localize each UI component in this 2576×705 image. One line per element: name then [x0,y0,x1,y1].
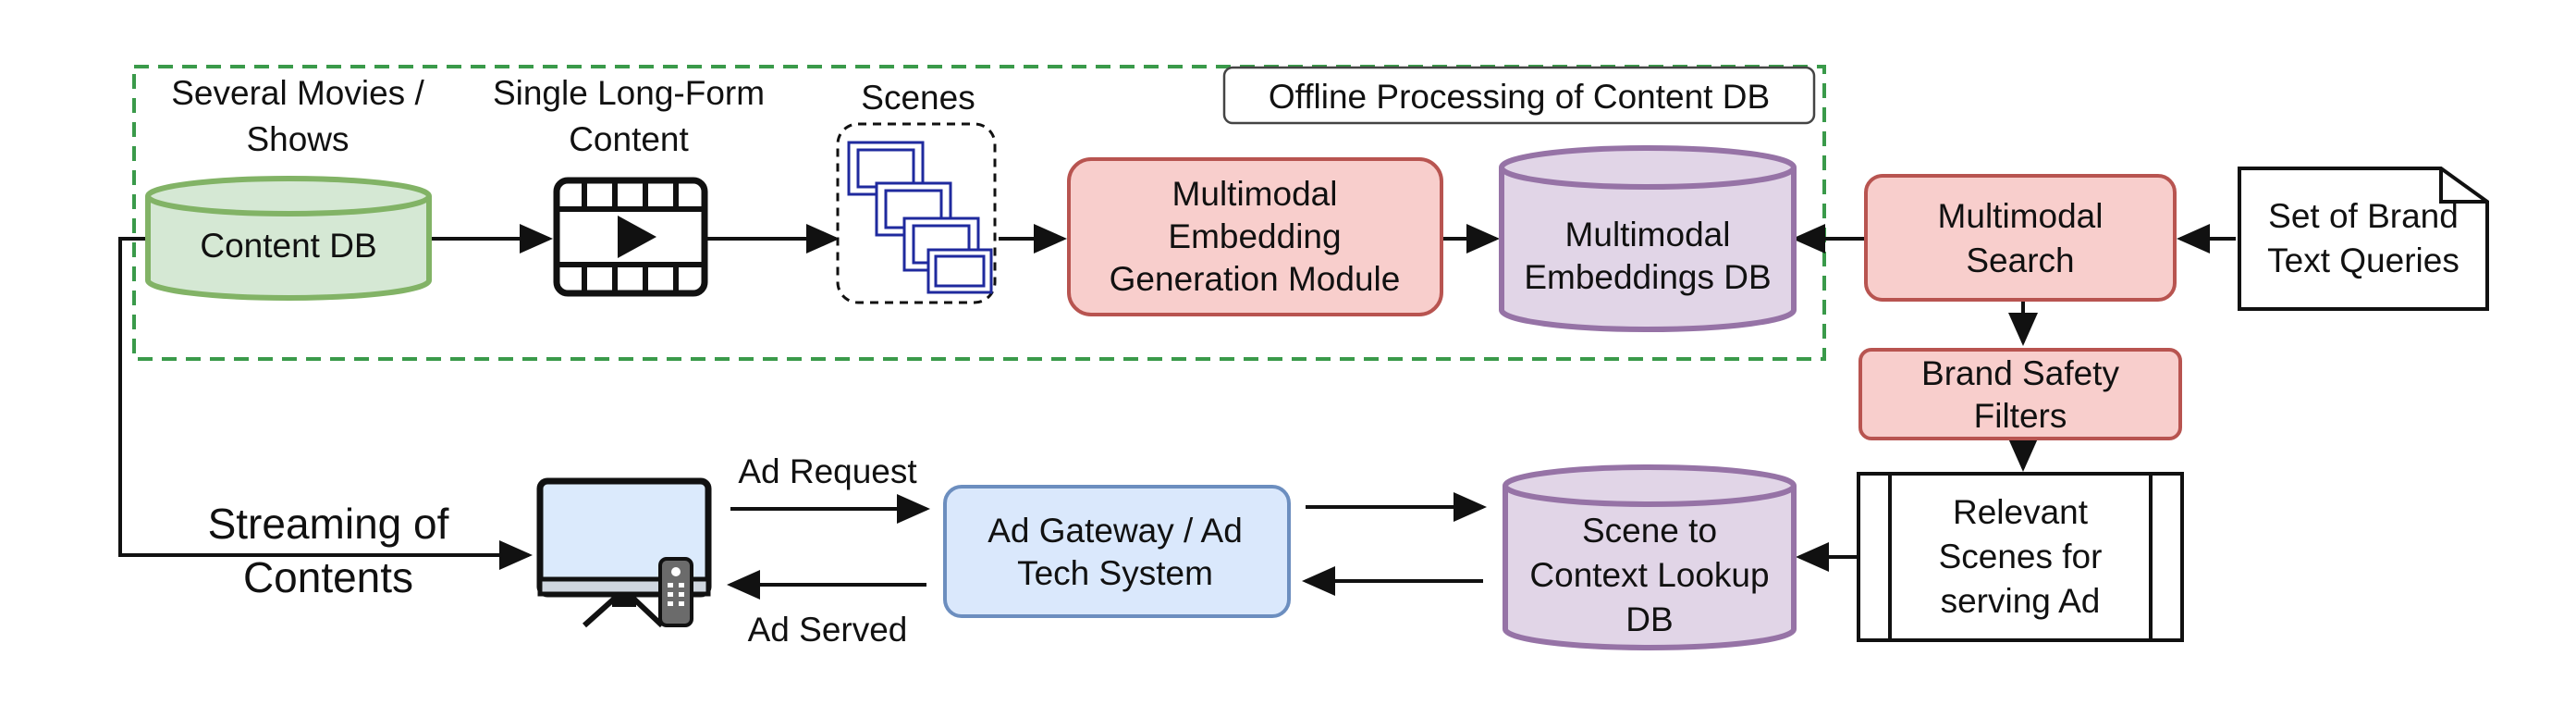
long-form-caption-line-2: Content [569,120,689,158]
brand-safety-line-1: Brand Safety [1921,354,2119,392]
brand-safety-line-2: Filters [1974,397,2067,435]
lookup-db-line-1: Scene to [1582,512,1717,550]
embedding-module-line-3: Generation Module [1110,260,1401,298]
film-strip-icon [847,141,993,294]
relevant-scenes: Relevant Scenes for serving Ad [1857,472,2184,642]
multimodal-embeddings-db: Multimodal Embeddings DB [1499,145,1797,332]
content-db-top [145,176,432,216]
streaming-label-line-2: Contents [243,553,413,601]
lookup-db-line-2: Context Lookup [1529,556,1769,594]
multimodal-search-line-1: Multimodal [1938,197,2104,235]
content-db: Content DB [145,176,432,301]
lookup-db-line-3: DB [1625,600,1673,638]
ad-gateway-line-2: Tech System [1017,554,1213,592]
offline-processing-title: Offline Processing of Content DB [1269,78,1770,116]
brand-safety-filters: Brand Safety Filters [1858,348,2182,440]
brand-text-queries: Set of Brand Text Queries [2238,167,2489,311]
relevant-scenes-line-1: Relevant [1953,493,2089,531]
tv-device-icon [536,477,712,628]
offline-processing-title-box [1222,66,1816,125]
multimodal-search-line-2: Search [1966,241,2074,279]
long-form-caption-line-1: Single Long-Form [493,74,765,112]
relevant-scenes-line-3: serving Ad [1941,582,2101,620]
embeddings-db-line-1: Multimodal [1565,216,1731,254]
embeddings-db-line-2: Embeddings DB [1524,258,1771,296]
streaming-label-line-1: Streaming of [208,500,449,548]
play-icon [618,216,656,258]
brand-queries-line-1: Set of Brand [2268,197,2459,235]
ad-request-label: Ad Request [738,452,917,490]
relevant-scenes-line-2: Scenes for [1939,538,2103,575]
embedding-generation-module: Multimodal Embedding Generation Module [1067,157,1443,316]
edge-streaming [118,237,533,570]
ad-served-label: Ad Served [748,611,908,649]
content-db-body [145,196,432,301]
embedding-module-line-1: Multimodal [1172,175,1338,213]
content-db-caption-line-1: Several Movies / [171,74,424,112]
remote-icon [658,557,693,627]
ad-gateway-line-1: Ad Gateway / Ad [987,512,1243,550]
scene-context-lookup-db: Scene to Context Lookup DB [1503,464,1797,650]
scenes-icon [836,122,997,304]
long-form-content-icon [553,177,708,297]
edges [118,224,2236,600]
embedding-module-line-2: Embedding [1168,217,1341,255]
ad-gateway: Ad Gateway / Ad Tech System [943,485,1291,618]
content-db-label: Content DB [200,227,376,265]
offline-processing-region [132,65,1826,361]
scenes-caption: Scenes [861,79,975,117]
content-db-caption-line-2: Shows [246,120,349,158]
multimodal-search: Multimodal Search [1864,174,2177,302]
brand-queries-line-2: Text Queries [2267,241,2459,279]
